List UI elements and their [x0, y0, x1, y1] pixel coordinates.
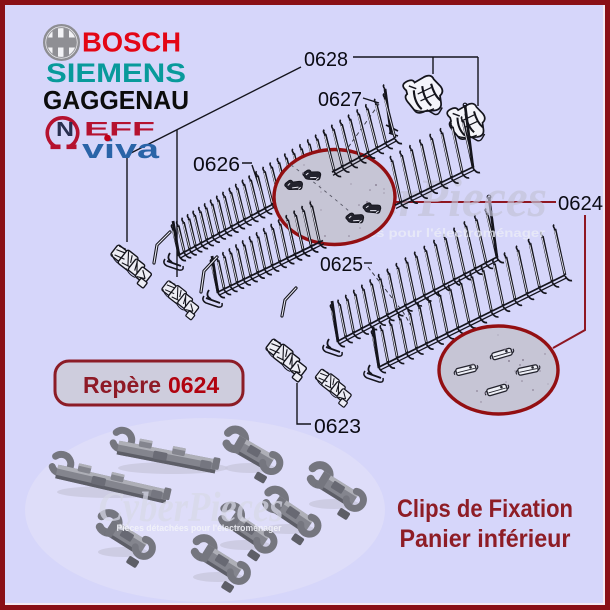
svg-text:0626: 0626 [193, 154, 240, 176]
svg-text:GAGGENAU: GAGGENAU [43, 85, 189, 115]
svg-text:0623: 0623 [314, 416, 361, 438]
svg-text:CyberPieces: CyberPieces [99, 485, 284, 531]
svg-text:BOSCH: BOSCH [82, 27, 181, 58]
svg-text:Panier inférieur: Panier inférieur [400, 525, 571, 553]
svg-text:0625: 0625 [320, 254, 363, 276]
svg-text:Clips de Fixation: Clips de Fixation [397, 495, 573, 523]
svg-text:Pièces détachées pour l'électr: Pièces détachées pour l'électroménager [117, 523, 282, 533]
svg-text:Pièces pour l'électroménager: Pièces pour l'électroménager [337, 228, 546, 240]
svg-text:SIEMENS: SIEMENS [46, 58, 186, 88]
svg-text:Repère: Repère [83, 372, 161, 398]
svg-text:0624: 0624 [168, 372, 219, 398]
svg-text:0627: 0627 [318, 89, 362, 111]
svg-text:0624: 0624 [558, 193, 603, 215]
svg-text:N: N [56, 119, 74, 141]
svg-text:viva: viva [82, 134, 160, 164]
svg-text:0628: 0628 [304, 49, 348, 71]
svg-text:EFF: EFF [84, 120, 155, 141]
